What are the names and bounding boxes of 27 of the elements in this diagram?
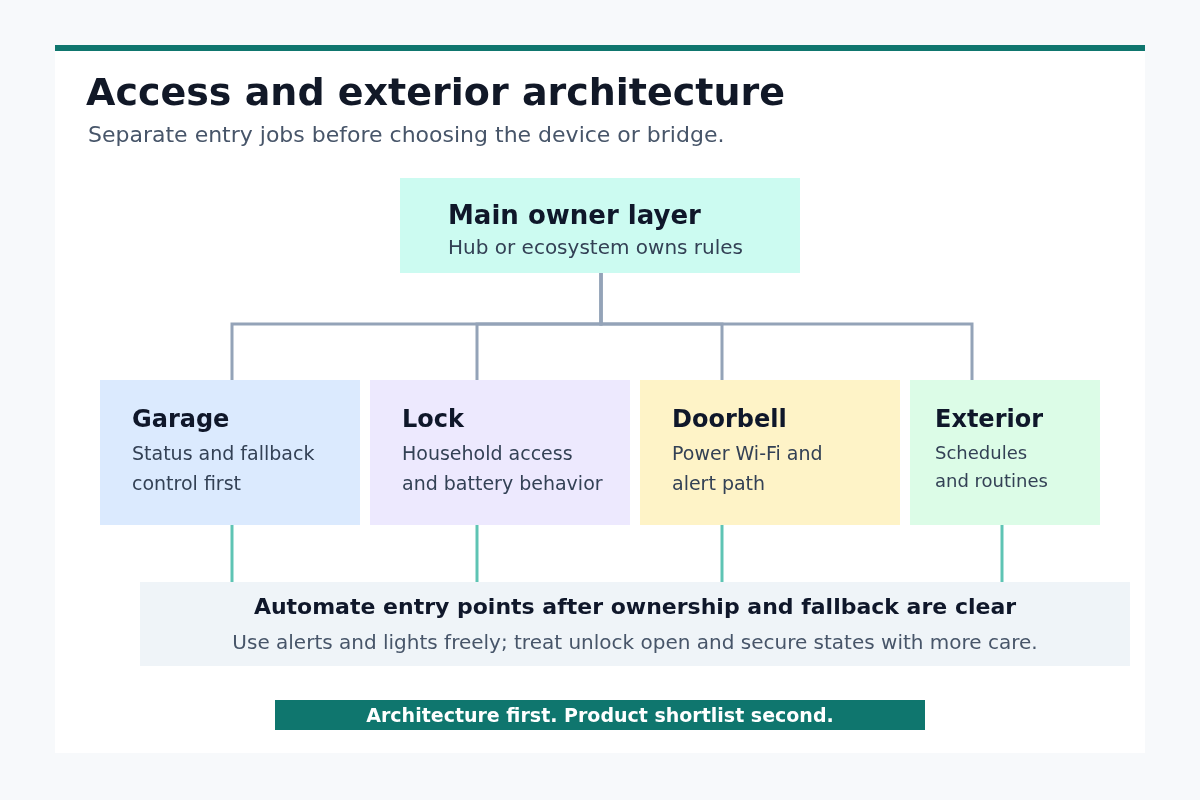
diagram-title: Access and exterior architecture <box>86 70 786 116</box>
box-description: Hub or ecosystem owns rules <box>448 233 743 260</box>
connector-line <box>475 525 479 582</box>
category-box <box>370 380 630 525</box>
box-heading: Automate entry points after ownership and fallback are clear <box>253 593 1017 622</box>
box-heading: Doorbell <box>672 404 787 435</box>
banner-text: Architecture first. Product shortlist second. <box>366 703 834 727</box>
diagram-subtitle: Separate entry jobs before choosing the device or bridge. <box>88 121 725 149</box>
category-box <box>100 380 360 525</box>
box-description: Use alerts and lights freely; treat unlock open and secure states with more care. <box>232 628 1038 655</box>
box-heading: Exterior <box>935 404 1043 435</box>
category-box <box>640 380 900 525</box>
box-description: Household access and battery behavior <box>402 441 604 496</box>
connector-line <box>599 273 974 380</box>
box-heading: Main owner layer <box>448 199 701 232</box>
connector-line <box>720 525 724 582</box>
box-heading: Lock <box>402 404 464 435</box>
owner-layer-box <box>400 178 800 273</box>
connector-line <box>1000 525 1004 582</box>
box-heading: Garage <box>132 404 230 435</box>
category-box <box>910 380 1100 525</box>
footer-banner <box>275 700 925 730</box>
box-description: Schedules and routines <box>935 441 1049 494</box>
box-description: Status and fallback control first <box>132 441 316 496</box>
connector-line <box>230 525 234 582</box>
box-description: Power Wi-Fi and alert path <box>672 441 824 496</box>
summary-box <box>140 582 1130 666</box>
